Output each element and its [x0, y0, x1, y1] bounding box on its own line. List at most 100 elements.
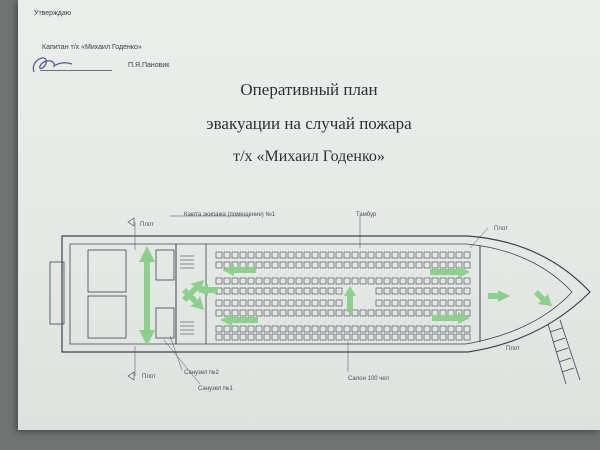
seat	[303, 325, 311, 333]
seat	[367, 261, 375, 269]
seat	[255, 309, 263, 317]
seat	[399, 333, 407, 341]
seat	[391, 325, 399, 333]
seat	[423, 309, 431, 317]
seat	[359, 251, 367, 259]
arrow-right-top	[430, 266, 470, 278]
seat	[351, 251, 359, 259]
seat	[271, 251, 279, 259]
seat	[343, 333, 351, 341]
seat	[231, 277, 239, 285]
seat	[279, 325, 287, 333]
seat	[407, 251, 415, 259]
seat	[303, 299, 311, 307]
seat	[383, 309, 391, 317]
seat	[263, 299, 271, 307]
seat	[391, 251, 399, 259]
seat	[335, 277, 343, 285]
arrow-stern-vertical	[139, 246, 155, 346]
seat	[399, 261, 407, 269]
seat	[463, 287, 471, 295]
seat	[439, 299, 447, 307]
seat	[351, 325, 359, 333]
seat	[359, 261, 367, 269]
label-passage-top: Каюта экипажа (помещение) №1	[184, 211, 276, 218]
seat	[215, 309, 223, 317]
seat	[255, 287, 263, 295]
seat	[375, 261, 383, 269]
seat	[447, 261, 455, 269]
seat	[447, 333, 455, 341]
bow-ladder	[547, 319, 581, 385]
seat	[279, 333, 287, 341]
arrow-left-top	[222, 264, 256, 276]
seat	[351, 333, 359, 341]
seat	[327, 299, 335, 307]
seat	[367, 277, 375, 285]
seat	[319, 333, 327, 341]
seat	[407, 287, 415, 295]
seat	[311, 261, 319, 269]
seat	[231, 309, 239, 317]
seat	[271, 309, 279, 317]
seat	[271, 299, 279, 307]
seat	[463, 299, 471, 307]
seat	[255, 333, 263, 341]
seat	[343, 261, 351, 269]
seat	[359, 325, 367, 333]
evacuation-arrows	[139, 246, 552, 346]
seat	[447, 287, 455, 295]
seat	[431, 325, 439, 333]
seat	[439, 325, 447, 333]
seat	[375, 251, 383, 259]
seat	[439, 333, 447, 341]
seat	[247, 251, 255, 259]
seat	[423, 299, 431, 307]
seat	[287, 261, 295, 269]
seat	[303, 251, 311, 259]
seat	[303, 287, 311, 295]
seat	[231, 299, 239, 307]
toilet-room-2	[155, 249, 175, 281]
seat	[399, 287, 407, 295]
seat	[391, 299, 399, 307]
seat	[367, 333, 375, 341]
seat	[239, 299, 247, 307]
seat	[463, 333, 471, 341]
approval-role: Капитан т/х «Михаил Годенко»	[42, 44, 142, 51]
label-boat-right: Плот	[506, 346, 520, 352]
seat	[383, 277, 391, 285]
seat	[319, 251, 327, 259]
seat	[343, 277, 351, 285]
seat	[431, 299, 439, 307]
label-salon: Салон 100 чел	[348, 376, 390, 382]
seat	[423, 261, 431, 269]
seat	[335, 287, 343, 295]
seat	[263, 287, 271, 295]
seat	[455, 325, 463, 333]
seat	[223, 325, 231, 333]
seat	[335, 333, 343, 341]
stern-room-a	[87, 249, 127, 293]
seat	[247, 309, 255, 317]
seat	[431, 333, 439, 341]
seat	[463, 309, 471, 317]
seat	[287, 251, 295, 259]
seat	[215, 325, 223, 333]
seat	[319, 261, 327, 269]
seat	[327, 287, 335, 295]
label-boat-top-left: Плот	[140, 222, 154, 228]
seat	[447, 277, 455, 285]
seat	[303, 333, 311, 341]
seat	[375, 309, 383, 317]
seat	[407, 325, 415, 333]
seat	[295, 277, 303, 285]
arrow-bow	[488, 290, 510, 302]
seat	[311, 277, 319, 285]
seat	[343, 251, 351, 259]
seat	[223, 333, 231, 341]
seat	[423, 287, 431, 295]
seat	[287, 325, 295, 333]
seat	[335, 299, 343, 307]
seat	[295, 261, 303, 269]
